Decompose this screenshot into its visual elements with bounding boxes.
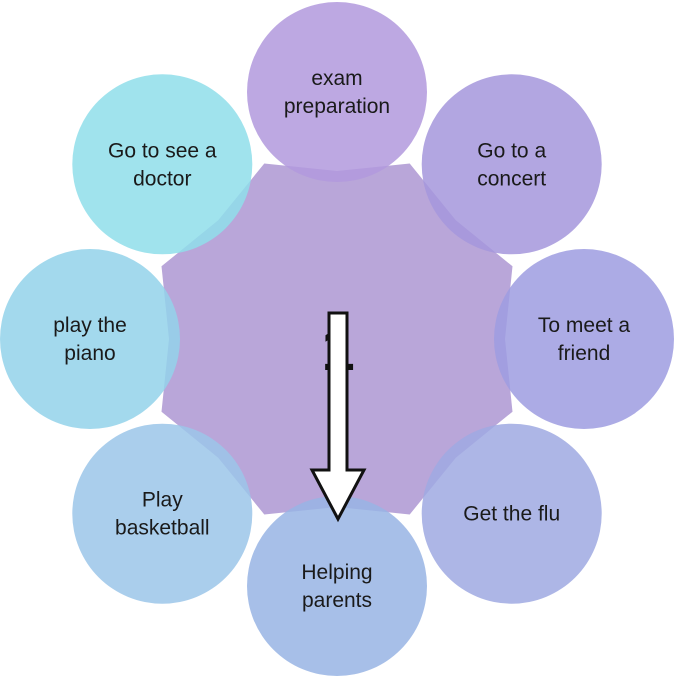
node-label: preparation — [284, 95, 390, 118]
node-label: Get the flu — [463, 503, 560, 526]
node-circle — [421, 423, 602, 604]
node-circle — [72, 423, 253, 604]
node-label: concert — [477, 167, 546, 190]
node-label: Helping — [301, 561, 372, 584]
node-label: To meet a — [538, 314, 631, 337]
node-label: Play — [142, 489, 183, 512]
node-circle — [0, 249, 180, 429]
node-circle — [247, 2, 427, 182]
node-label: play the — [53, 314, 127, 337]
node-circle — [247, 496, 427, 676]
node-label: basketball — [115, 517, 210, 540]
node-label: Go to see a — [108, 139, 217, 162]
node-label: exam — [311, 67, 362, 90]
node-label: friend — [558, 342, 611, 365]
down-arrow-icon — [309, 311, 367, 523]
node-circle — [494, 249, 674, 429]
node-label: doctor — [133, 167, 191, 190]
arrow-layer: 1 — [309, 311, 367, 523]
node-label: Go to a — [477, 139, 546, 162]
node-labels-layer: exam preparation Go to a concert To meet a fr… — [53, 67, 630, 612]
node-circle — [421, 74, 602, 255]
node-label: parents — [302, 589, 372, 612]
node-circle — [72, 74, 253, 255]
node-label: piano — [64, 342, 115, 365]
